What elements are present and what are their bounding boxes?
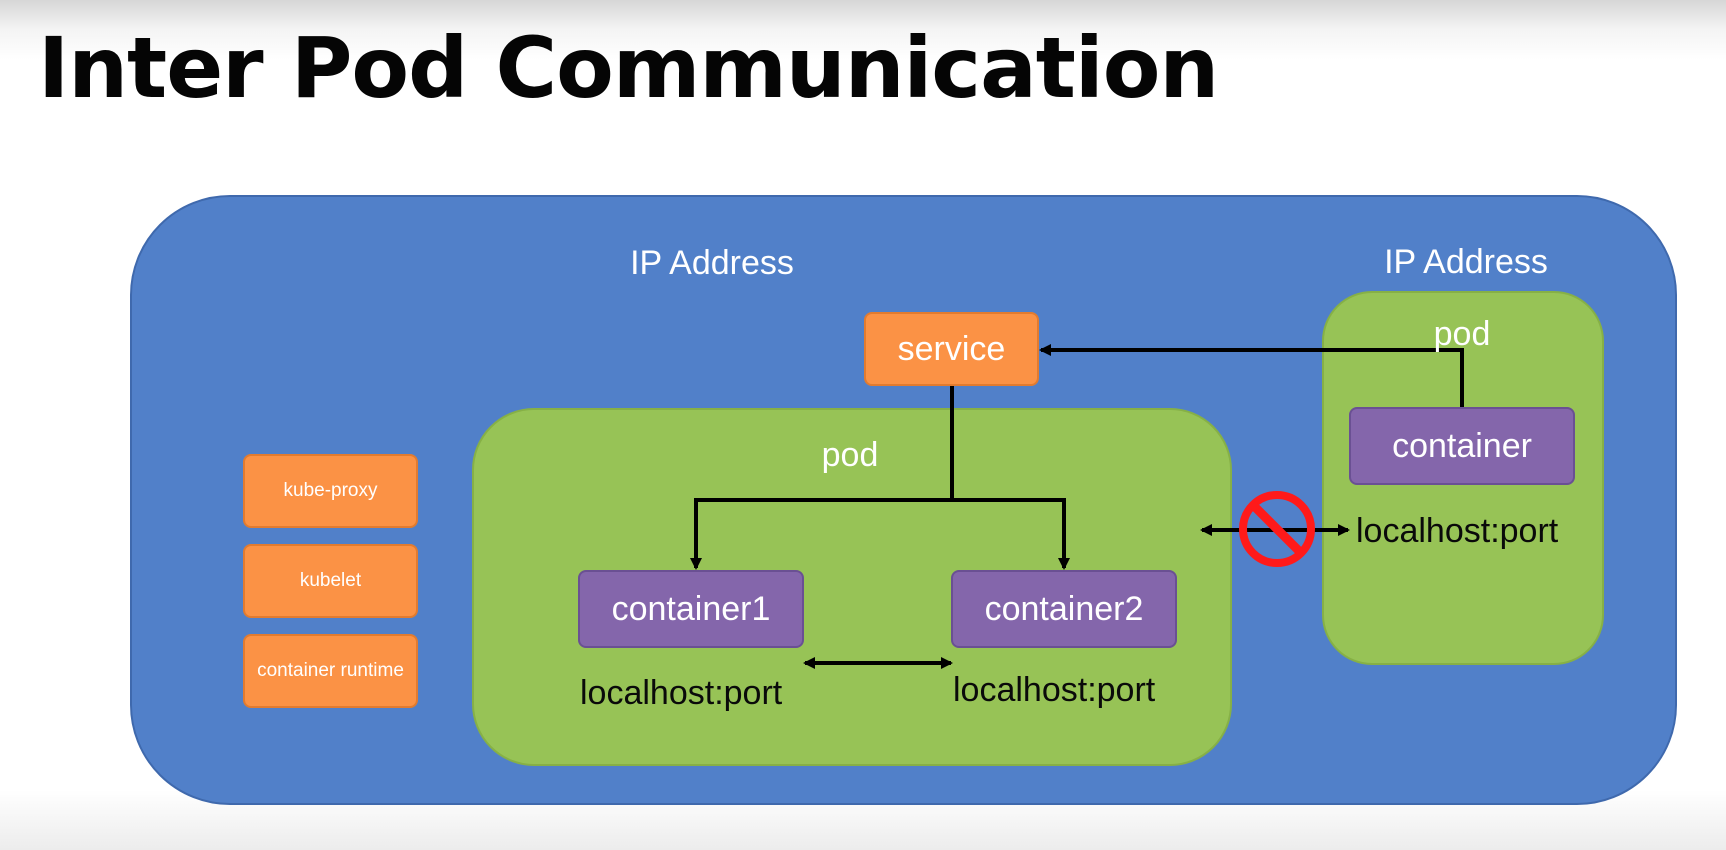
remote-container-endpoint: localhost:port bbox=[1356, 512, 1559, 550]
pod-main-label: pod bbox=[821, 436, 879, 474]
kube-proxy-box: kube-proxy bbox=[243, 454, 418, 528]
service-box: service bbox=[864, 312, 1039, 386]
page-title: Inter Pod Communication bbox=[38, 19, 1219, 117]
container-runtime-box: container runtime bbox=[243, 634, 418, 708]
container1-endpoint: localhost:port bbox=[580, 674, 783, 712]
remote-pod-ip-address-label: IP Address bbox=[1384, 243, 1548, 281]
container1-box: container1 bbox=[578, 570, 804, 648]
container2-box: container2 bbox=[951, 570, 1177, 648]
node-ip-address-label: IP Address bbox=[630, 244, 794, 282]
kubelet-box: kubelet bbox=[243, 544, 418, 618]
remote-container-box: container bbox=[1349, 407, 1575, 485]
container2-endpoint: localhost:port bbox=[953, 671, 1156, 709]
pod-remote-label: pod bbox=[1433, 315, 1491, 353]
